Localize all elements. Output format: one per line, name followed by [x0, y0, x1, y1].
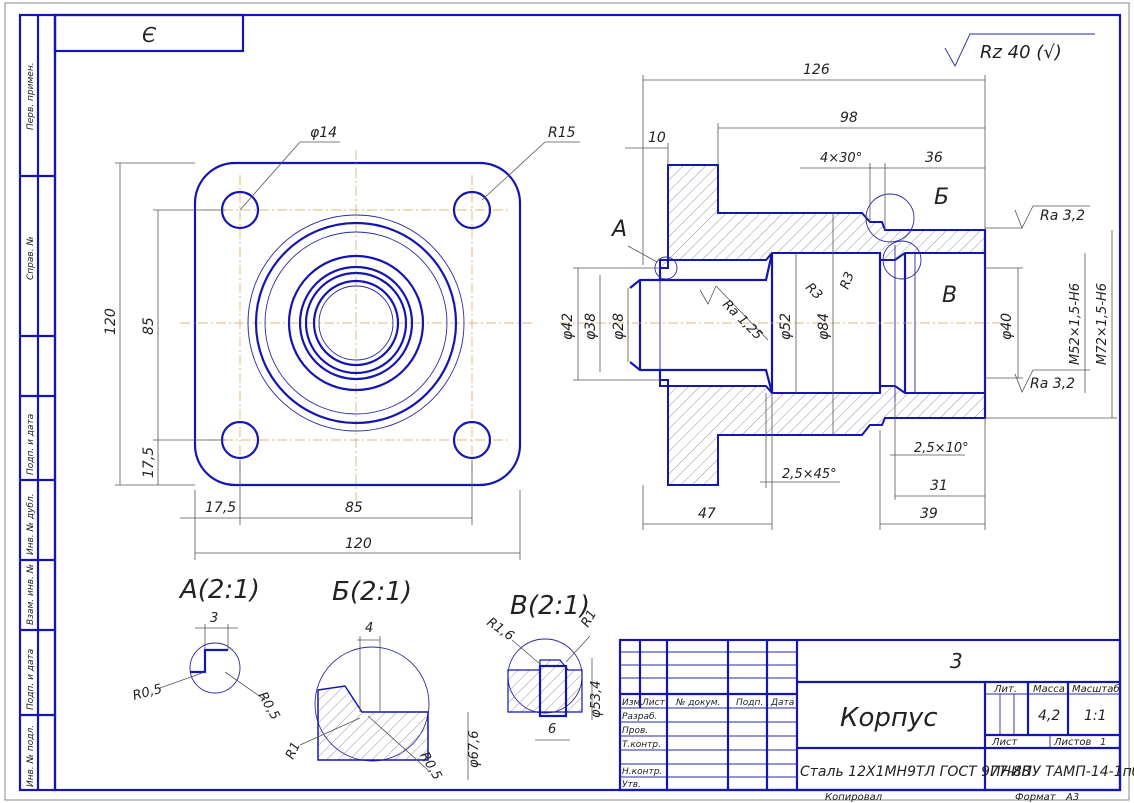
footer-format: Формат	[1015, 792, 1057, 803]
dim-d40: φ40	[999, 313, 1015, 340]
tb-col-podp: Подп.	[736, 698, 763, 708]
callout-A: А	[610, 217, 627, 242]
front-view: φ14 R15 120 85 17,5 17,5 85 120	[103, 125, 580, 560]
tb-col-doc: № докум.	[675, 698, 720, 708]
side-label-perv: Перв. примен.	[26, 62, 36, 130]
footer-format-value: А3	[1065, 792, 1079, 803]
flange-outline	[193, 161, 522, 487]
tb-list-label: Лист	[991, 737, 1019, 748]
dim-47: 47	[698, 506, 716, 522]
dim-98: 98	[840, 110, 858, 126]
dim-31: 31	[930, 478, 948, 494]
tb-listov-value: 1	[1100, 737, 1106, 748]
dim-2-5x10: 2,5×10°	[914, 441, 969, 456]
tb-lit-label: Лит.	[993, 684, 1017, 695]
detail-v-dim-6: 6	[548, 722, 556, 737]
detail-b-r1: R1	[283, 740, 304, 762]
detail-a-title: А(2:1)	[178, 575, 260, 605]
side-label-sprav: Справ. №	[26, 236, 36, 280]
tb-doc-code: 3	[950, 649, 963, 673]
bolt-hole-br	[452, 420, 492, 460]
ra-3-2-bottom: Ra 3,2	[1030, 376, 1075, 392]
callout-B: Б	[934, 185, 949, 210]
dim-r15: R15	[548, 125, 576, 141]
dim-h120: 120	[103, 308, 119, 335]
roughness-mark: Rz 40 (√)	[944, 33, 1095, 67]
callout-V: В	[942, 283, 957, 308]
detail-a-r05-left: R0,5	[131, 682, 164, 704]
detail-b-title: Б(2:1)	[332, 577, 412, 607]
side-label-dubl: Инв. № дубл.	[26, 493, 36, 555]
section-view: А Б В 126 98 10 4×30° 36 Ra 3,2 Ra 3,2 R…	[560, 62, 1117, 530]
tb-scale-label: Масштаб	[1072, 683, 1120, 695]
dim-d14: φ14	[310, 125, 337, 141]
dim-h17-5: 17,5	[141, 447, 157, 478]
detail-a: А(2:1) 3 R0,5 R0,5	[131, 575, 282, 723]
dim-d84: φ84	[816, 313, 832, 340]
detail-v-title: В(2:1)	[510, 591, 590, 621]
detail-b-d67-6: φ67,6	[467, 730, 482, 768]
dim-126: 126	[803, 62, 830, 78]
footer-copy: Копировал	[825, 792, 883, 803]
dim-d38: φ38	[583, 313, 599, 340]
svg-text:Rz 40 (√): Rz 40 (√)	[980, 42, 1062, 63]
dim-m72: M72×1,5-H6	[1095, 283, 1110, 365]
dim-d28: φ28	[611, 313, 627, 340]
dim-d52: φ52	[778, 313, 794, 340]
dim-4x30: 4×30°	[820, 151, 862, 166]
dim-10: 10	[648, 130, 666, 146]
detail-b-dim-4: 4	[365, 621, 373, 636]
side-label-podp1: Подп. и дата	[26, 414, 36, 475]
dim-h85: 85	[141, 317, 157, 335]
tb-mass-value: 4,2	[1038, 708, 1060, 724]
tb-col-list: Лист	[641, 698, 666, 708]
corner-code: Є	[142, 23, 157, 47]
tb-row-utv: Утв.	[622, 780, 641, 790]
tb-scale-value: 1:1	[1084, 708, 1107, 724]
tb-row-tkontr: Т.контр.	[622, 740, 661, 750]
tb-part-name: Корпус	[840, 703, 938, 733]
dim-r3-b: R3	[838, 270, 858, 291]
title-block: 3 Корпус Сталь 12Х1МН9ТЛ ГОСТ 977-88 ПНИ…	[618, 638, 1134, 792]
detail-b-r05: R0,5	[417, 750, 445, 783]
tb-material: Сталь 12Х1МН9ТЛ ГОСТ 977-88	[800, 764, 1031, 780]
dim-39: 39	[920, 506, 938, 522]
tb-row-razrab: Разраб.	[622, 712, 657, 722]
detail-a-r05-right: R0,5	[255, 690, 283, 723]
detail-a-dim-3: 3	[210, 611, 218, 626]
dim-w85: 85	[345, 500, 363, 516]
side-stamp: Перв. примен. Справ. № Подп. и дата Инв.…	[18, 13, 57, 792]
corner-code-box	[53, 13, 245, 53]
dim-w17-5: 17,5	[205, 500, 236, 516]
ra-3-2-top: Ra 3,2	[1040, 208, 1085, 224]
dim-m52: M52×1,5-H6	[1068, 283, 1083, 365]
ra-1-25: Ra 1,25	[719, 297, 765, 343]
dim-w120: 120	[345, 536, 372, 552]
side-label-vzam: Взам. инв. №	[26, 564, 36, 625]
dim-36: 36	[925, 150, 943, 166]
dim-r3-a: R3	[802, 280, 825, 303]
tb-row-nkontr: Н.контр.	[622, 767, 662, 777]
dim-d42: φ42	[560, 313, 576, 340]
tb-listov-label: Листов	[1053, 737, 1091, 748]
tb-org: ПНИПУ ТАМП-14-1пб	[990, 764, 1134, 780]
bolt-hole-tr	[452, 190, 492, 230]
tb-col-izm: Изм.	[622, 698, 643, 708]
detail-v: В(2:1) R1,6 R1 φ53,4 6	[484, 591, 604, 741]
sheet-edge	[4, 2, 1130, 801]
side-label-podl: Инв. № подл.	[26, 725, 36, 787]
dim-2-5x45: 2,5×45°	[782, 467, 837, 482]
tb-mass-label: Масса	[1033, 684, 1065, 695]
tb-col-data: Дата	[770, 698, 794, 708]
detail-v-r1: R1	[578, 608, 600, 630]
detail-b: Б(2:1) 4 R1 R0,5 φ67,6	[283, 577, 482, 783]
side-label-podp2: Подп. и дата	[26, 649, 36, 710]
detail-v-d53-4: φ53,4	[589, 680, 604, 718]
tb-row-prov: Пров.	[622, 726, 648, 736]
